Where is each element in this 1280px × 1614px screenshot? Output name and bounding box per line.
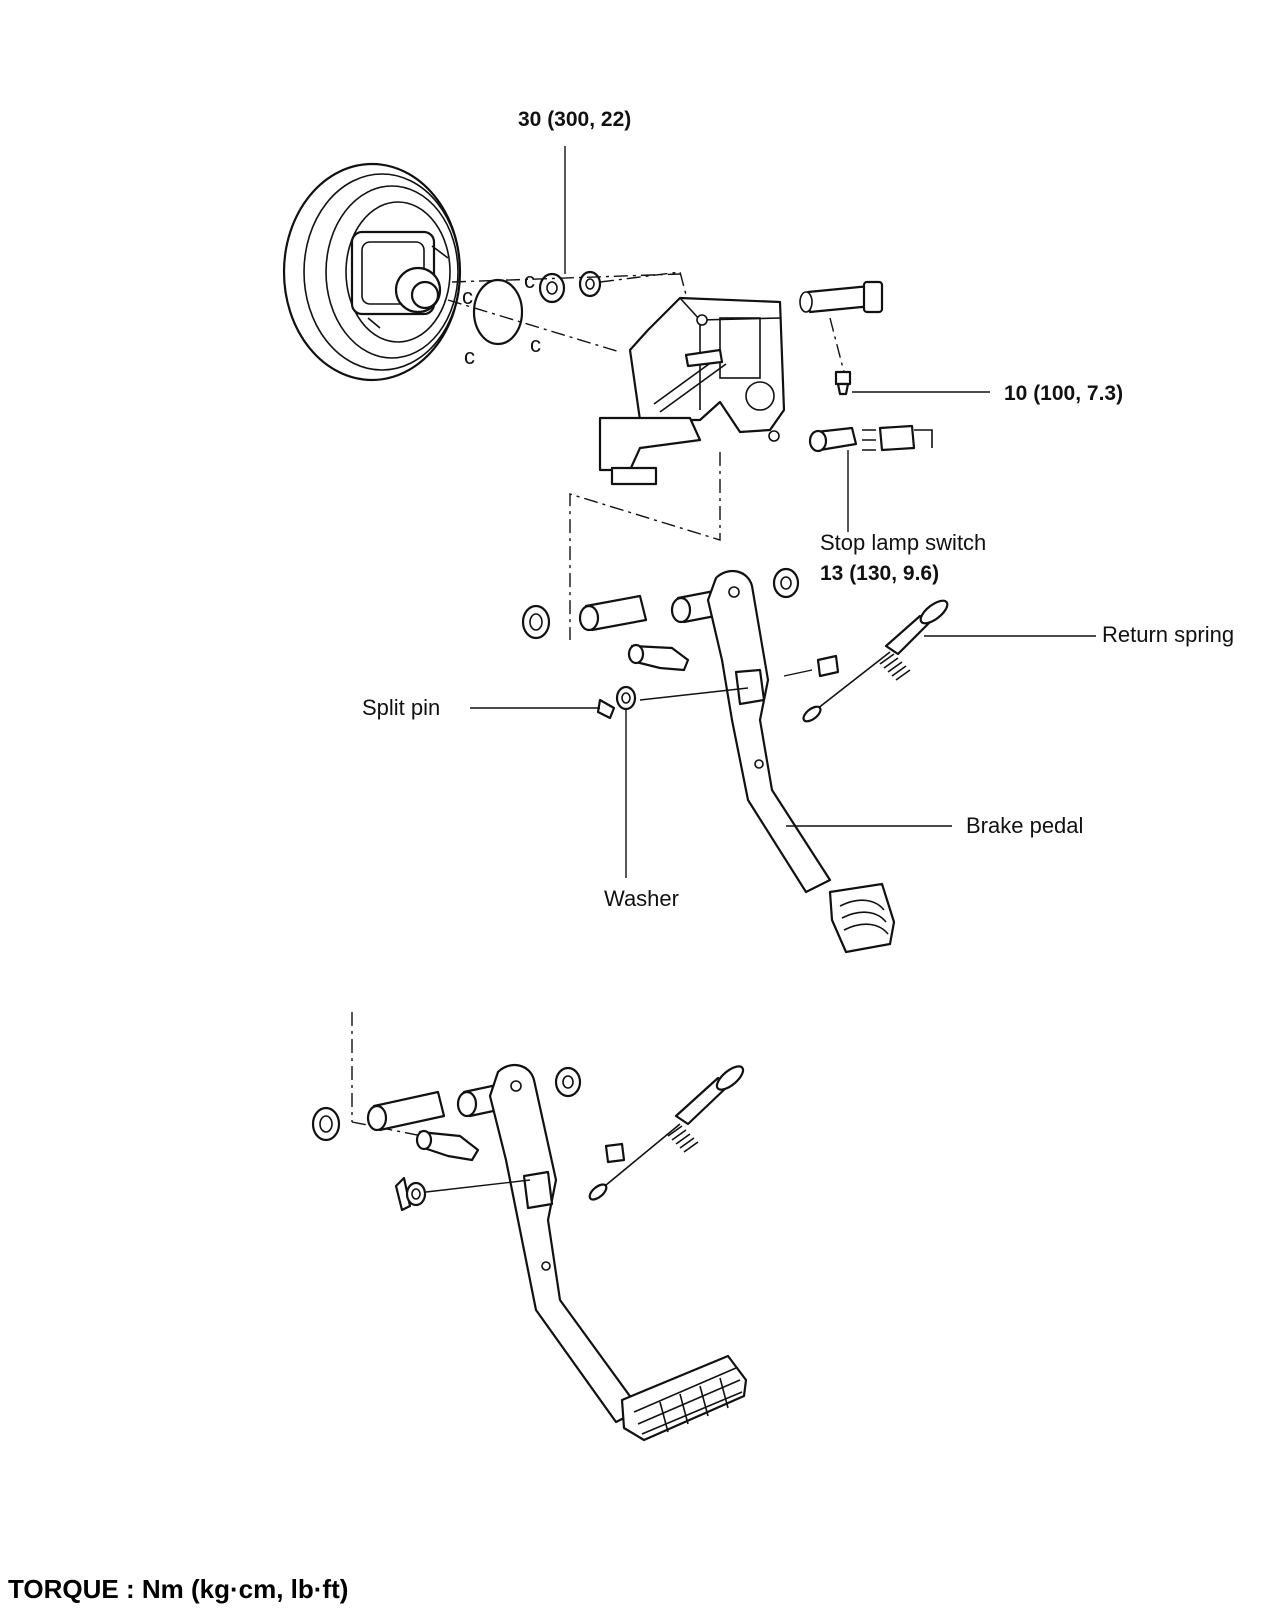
- return-spring: [588, 1065, 745, 1201]
- mounting-nut: [538, 270, 602, 304]
- pedal-stopper: [816, 654, 840, 678]
- leader-line: [639, 687, 749, 701]
- return-spring: [802, 599, 949, 723]
- torque-units-footer: TORQUE : Nm (kg·cm, lb·ft): [8, 1574, 348, 1604]
- split-pin: [394, 1176, 412, 1212]
- brake-pedal-pad: [828, 882, 896, 954]
- stop-lamp-switch-label: Stop lamp switch: [820, 530, 986, 555]
- washer: [405, 1181, 427, 1207]
- pedal-stopper: [604, 1142, 626, 1164]
- bushing: [521, 567, 800, 640]
- leader-line: [783, 669, 813, 677]
- brake-pedal-arm: [706, 569, 832, 894]
- washer-label: Washer: [604, 886, 679, 911]
- alignment-line: [829, 317, 845, 373]
- svg-text:c: c: [464, 344, 475, 369]
- brake-booster: [282, 162, 462, 382]
- svg-text:c: c: [524, 268, 535, 293]
- alignment-line: [569, 452, 721, 640]
- return-spring-label: Return spring: [1102, 622, 1234, 647]
- stop-lamp-switch: [808, 424, 933, 453]
- bracket-bolt: [799, 280, 884, 314]
- svg-text:c: c: [530, 332, 541, 357]
- split-pin-label: Split pin: [362, 695, 440, 720]
- clevis-pin: [415, 1129, 480, 1162]
- split-pin: [596, 698, 616, 720]
- washer: [615, 685, 637, 711]
- alignment-line: [447, 299, 621, 353]
- bushing: [311, 1066, 582, 1142]
- torque-label-bracket-bolt: 10 (100, 7.3): [1004, 382, 1123, 405]
- brake-pedal-label: Brake pedal: [966, 813, 1083, 838]
- gasket-ring: c c c c: [462, 268, 541, 369]
- torque-label-stop-lamp: 13 (130, 9.6): [820, 562, 939, 585]
- pedal-bracket: [598, 296, 786, 486]
- brake-pedal-arm: [488, 1063, 642, 1424]
- clevis-pin: [627, 643, 690, 672]
- torque-label-booster: 30 (300, 22): [518, 108, 631, 131]
- leader-line: [425, 1179, 531, 1193]
- svg-text:c: c: [462, 284, 473, 309]
- brake-pedal-pad: [620, 1354, 748, 1442]
- alignment-line: [451, 273, 681, 283]
- small-bolt: [834, 370, 852, 396]
